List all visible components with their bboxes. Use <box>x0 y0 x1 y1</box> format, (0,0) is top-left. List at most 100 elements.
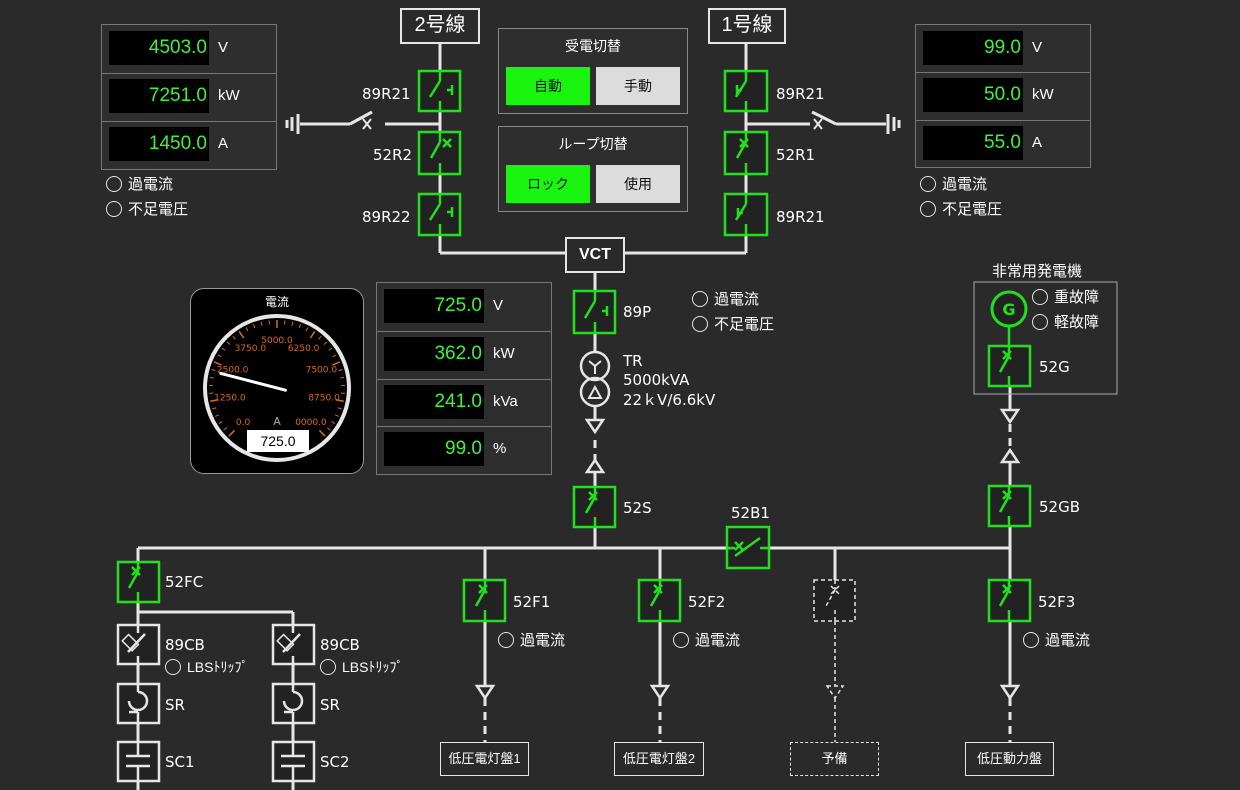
gauge-tick <box>332 354 337 358</box>
meter-value: 4503.0 <box>109 31 209 65</box>
use-button[interactable]: 使用 <box>596 165 680 203</box>
gauge-tick <box>232 335 236 340</box>
drawout-f1 <box>474 684 496 701</box>
gauge-dial: 電流 0.01250.02500.03750.05000.06250.07500… <box>203 295 351 462</box>
gauge-tick <box>260 321 263 326</box>
loop-switch-title: ループ切替 <box>558 136 628 152</box>
gauge-value-display: 725.0 <box>247 430 309 452</box>
feeder-low-voltage-power[interactable]: 低圧動力盤 <box>965 742 1054 776</box>
gauge-scale-labels: 0.01250.02500.03750.05000.06250.07500.08… <box>214 336 340 428</box>
gauge-tick <box>213 361 222 366</box>
feeder-low-voltage-light-2[interactable]: 低圧電灯盤2 <box>614 742 704 776</box>
reactor-SR-2 <box>271 682 316 725</box>
power-switch-title: 受電切替 <box>565 38 621 54</box>
breaker-52G[interactable] <box>987 344 1032 388</box>
lamp-overcurrent-line1: 過電流 <box>920 175 987 195</box>
auto-button[interactable]: 自動 <box>506 67 590 105</box>
label-tr-voltage: 22ｋV/6.6kV <box>623 391 716 409</box>
line2-box[interactable]: 2号線 <box>400 8 480 44</box>
meter-value: 1450.0 <box>109 127 209 161</box>
label-tr: TR <box>622 352 643 370</box>
breaker-52F3[interactable] <box>987 578 1032 623</box>
reactor-SR-1 <box>116 682 161 725</box>
label-52R2: 52R2 <box>373 146 412 164</box>
lamp-indicator <box>106 200 122 217</box>
meter-row-voltage: 4503.0 V <box>102 25 276 74</box>
vct-box: VCT <box>565 237 625 273</box>
drawout-down-gen <box>999 408 1021 425</box>
lamp-undervoltage-line1: 不足電圧 <box>920 200 1002 220</box>
meter-row-voltage: 725.0 V <box>377 283 551 332</box>
feeder-spare[interactable]: 予備 <box>790 742 879 776</box>
generator-frame <box>973 281 1118 395</box>
lamp-overcurrent-tr: 過電流 <box>692 290 759 310</box>
breaker-52GB[interactable] <box>987 484 1032 528</box>
lock-button[interactable]: ロック <box>506 165 590 203</box>
gauge-tick <box>309 331 316 339</box>
ground-switch-right <box>811 110 837 126</box>
switch-89R22[interactable] <box>417 192 462 237</box>
meter-value: 7251.0 <box>109 79 209 113</box>
breaker-52R1[interactable] <box>723 130 769 176</box>
meter-unit: kW <box>493 345 515 362</box>
lamp-overcurrent-f1: 過電流 <box>498 631 565 651</box>
lamp-indicator <box>165 658 181 675</box>
breaker-52F2[interactable] <box>637 578 682 623</box>
lamp-lbs-trip-2: LBSﾄﾘｯﾌﾟ <box>320 657 403 677</box>
gauge-scale-label: 7500.0 <box>306 366 338 376</box>
gauge-unit: A <box>273 415 281 428</box>
lamp-overcurrent-line2: 過電流 <box>106 175 173 195</box>
breaker-52B1[interactable] <box>725 525 771 570</box>
label-89CB-1: 89CB <box>165 636 205 654</box>
meter-panel-line1: 99.0 V 50.0 kW 55.0 A <box>915 24 1091 168</box>
label-52R1: 52R1 <box>776 146 815 164</box>
label-52F1: 52F1 <box>513 593 550 611</box>
switch-89R21-right-bottom[interactable] <box>723 192 769 237</box>
meter-unit: A <box>218 135 229 152</box>
gauge-tick <box>210 398 219 403</box>
feeder-low-voltage-light-1[interactable]: 低圧電灯盤1 <box>440 742 529 776</box>
lamp-indicator <box>106 175 122 192</box>
gauge-tick <box>332 361 341 366</box>
gauge-tick <box>331 421 336 424</box>
breaker-52S[interactable] <box>572 485 617 529</box>
gauge-tick <box>323 341 328 345</box>
lamp-indicator <box>920 175 936 192</box>
capacitor-SC2 <box>271 740 316 783</box>
breaker-52F1[interactable] <box>462 578 507 623</box>
breaker-spare[interactable] <box>813 579 856 622</box>
gauge-tick <box>223 427 228 431</box>
lamp-indicator <box>320 658 336 675</box>
manual-button[interactable]: 手動 <box>596 67 680 105</box>
lbs-89CB-2[interactable] <box>271 623 316 666</box>
breaker-52R2[interactable] <box>417 130 462 176</box>
breaker-52FC[interactable] <box>116 560 161 604</box>
lamp-overcurrent-f3: 過電流 <box>1023 631 1090 651</box>
gauge-tick <box>252 324 256 329</box>
label-52S: 52S <box>623 499 652 517</box>
switch-89R21-right-top[interactable] <box>723 69 769 113</box>
lamp-undervoltage-tr: 不足電圧 <box>692 315 774 335</box>
line1-box[interactable]: 1号線 <box>708 8 786 44</box>
gauge-tick <box>291 321 294 326</box>
switch-89P[interactable] <box>572 289 617 335</box>
gauge-scale-label: 2500.0 <box>217 366 249 376</box>
gauge-ticks <box>209 320 345 437</box>
lamp-indicator <box>498 631 514 648</box>
gauge-tick <box>335 398 344 403</box>
lamp-indicator <box>1023 631 1039 648</box>
lamp-undervoltage-line2: 不足電圧 <box>106 200 188 220</box>
gauge-tick <box>328 347 333 351</box>
gauge-tick <box>212 407 217 410</box>
lbs-89CB-1[interactable] <box>116 623 161 666</box>
gauge-scale-label: 1250.0 <box>214 393 246 403</box>
switch-89R21-left[interactable] <box>417 69 462 113</box>
lamp-indicator <box>692 315 708 332</box>
meter-value: 99.0 <box>923 31 1023 65</box>
meter-panel-line2: 4503.0 V 7251.0 kW 1450.0 A <box>101 24 277 170</box>
gauge-scale-label: 5000.0 <box>261 336 293 346</box>
gauge-tick <box>245 327 249 332</box>
meter-value: 50.0 <box>923 78 1023 112</box>
